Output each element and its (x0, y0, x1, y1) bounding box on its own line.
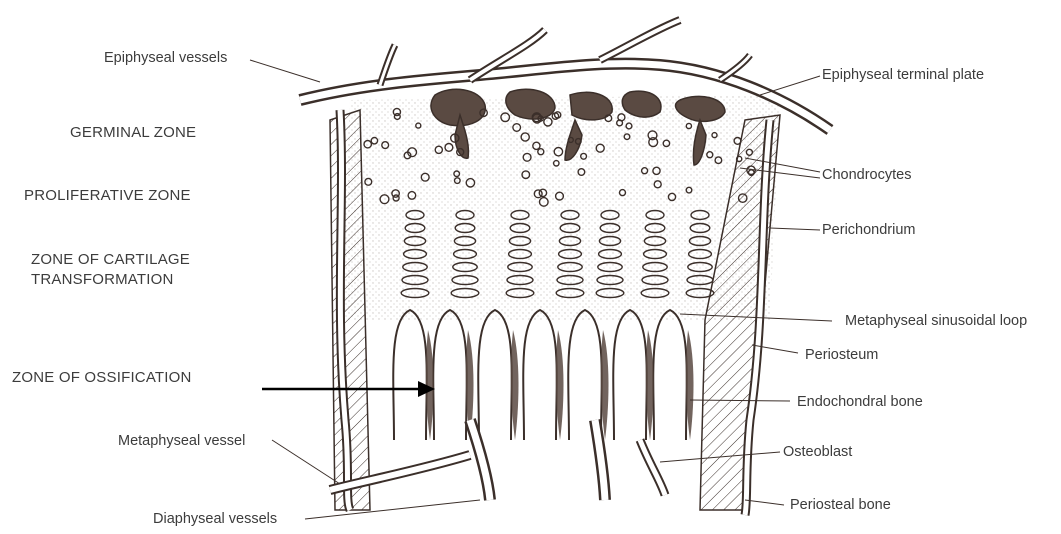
sinusoidal-loops (393, 310, 686, 440)
epiphyseal-vessels-label: Epiphyseal vessels (104, 49, 227, 67)
sinusoidal-loop (393, 310, 426, 440)
chondrocytes-label: Chondrocytes (822, 166, 911, 184)
metaphyseal-vessel-label: Metaphyseal vessel (118, 432, 245, 450)
periosteum-label: Periosteum (805, 346, 878, 364)
cartilage-zone-label-line1: ZONE OF CARTILAGE (31, 250, 190, 269)
sinusoidal-loop (613, 310, 646, 440)
sinusoidal-loop (523, 310, 556, 440)
metaphyseal-sinusoidal-loop-label: Metaphyseal sinusoidal loop (845, 312, 1027, 330)
sinusoidal-loop (433, 310, 466, 440)
diaphyseal-vessels (470, 420, 665, 500)
sinusoidal-loop (653, 310, 686, 440)
epiphyseal-terminal-plate-label: Epiphyseal terminal plate (822, 66, 984, 84)
sinusoidal-loop (478, 310, 511, 440)
proliferative-zone-label: PROLIFERATIVE ZONE (24, 186, 191, 205)
germinal-zone-label: GERMINAL ZONE (70, 123, 196, 142)
osteoblast-label: Osteoblast (783, 443, 852, 461)
ossification-zone-label: ZONE OF OSSIFICATION (12, 368, 192, 387)
diaphyseal-vessels-label: Diaphyseal vessels (153, 510, 277, 528)
epiphyseal-vessel-branch-2-inner (600, 20, 680, 60)
cartilage-zone-label-line2: TRANSFORMATION (31, 270, 174, 289)
perichondrium-label: Perichondrium (822, 221, 916, 239)
periosteal-bone-label: Periosteal bone (790, 496, 891, 514)
endochondral-bone-label: Endochondral bone (797, 393, 923, 411)
